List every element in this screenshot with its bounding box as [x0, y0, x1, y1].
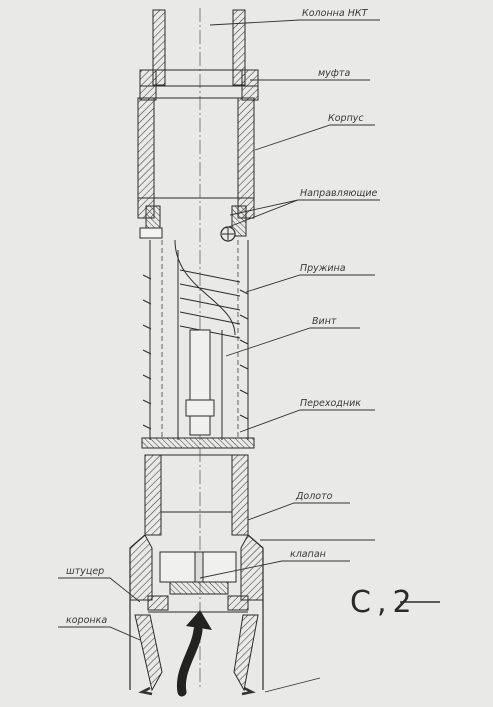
spring-coils — [142, 269, 249, 430]
inner-sleeve — [149, 239, 249, 440]
label-spring: Пружина — [300, 263, 346, 274]
flow-arrow — [138, 610, 256, 697]
coupling — [139, 69, 259, 101]
label-body: Корпус — [328, 113, 364, 124]
label-nozzle: штуцер — [66, 566, 104, 577]
tubing-pipe — [152, 9, 246, 86]
label-valve: клапан — [290, 549, 326, 560]
adapter-flange — [141, 437, 255, 449]
label-crown: коронка — [66, 615, 107, 626]
leader-lines — [58, 19, 380, 693]
label-tubing: Колонна НКТ — [302, 8, 369, 19]
label-screw: Винт — [312, 316, 337, 327]
screw-shaft — [185, 329, 215, 436]
valve-block — [159, 551, 237, 595]
label-adapter: Переходник — [300, 398, 361, 409]
nozzle-rings — [147, 595, 249, 613]
label-guides: Направляющие — [300, 188, 378, 199]
label-bit: Долото — [295, 491, 333, 502]
crown-teeth — [134, 614, 259, 692]
body-housing — [137, 97, 255, 237]
label-coupling: муфта — [318, 68, 350, 79]
